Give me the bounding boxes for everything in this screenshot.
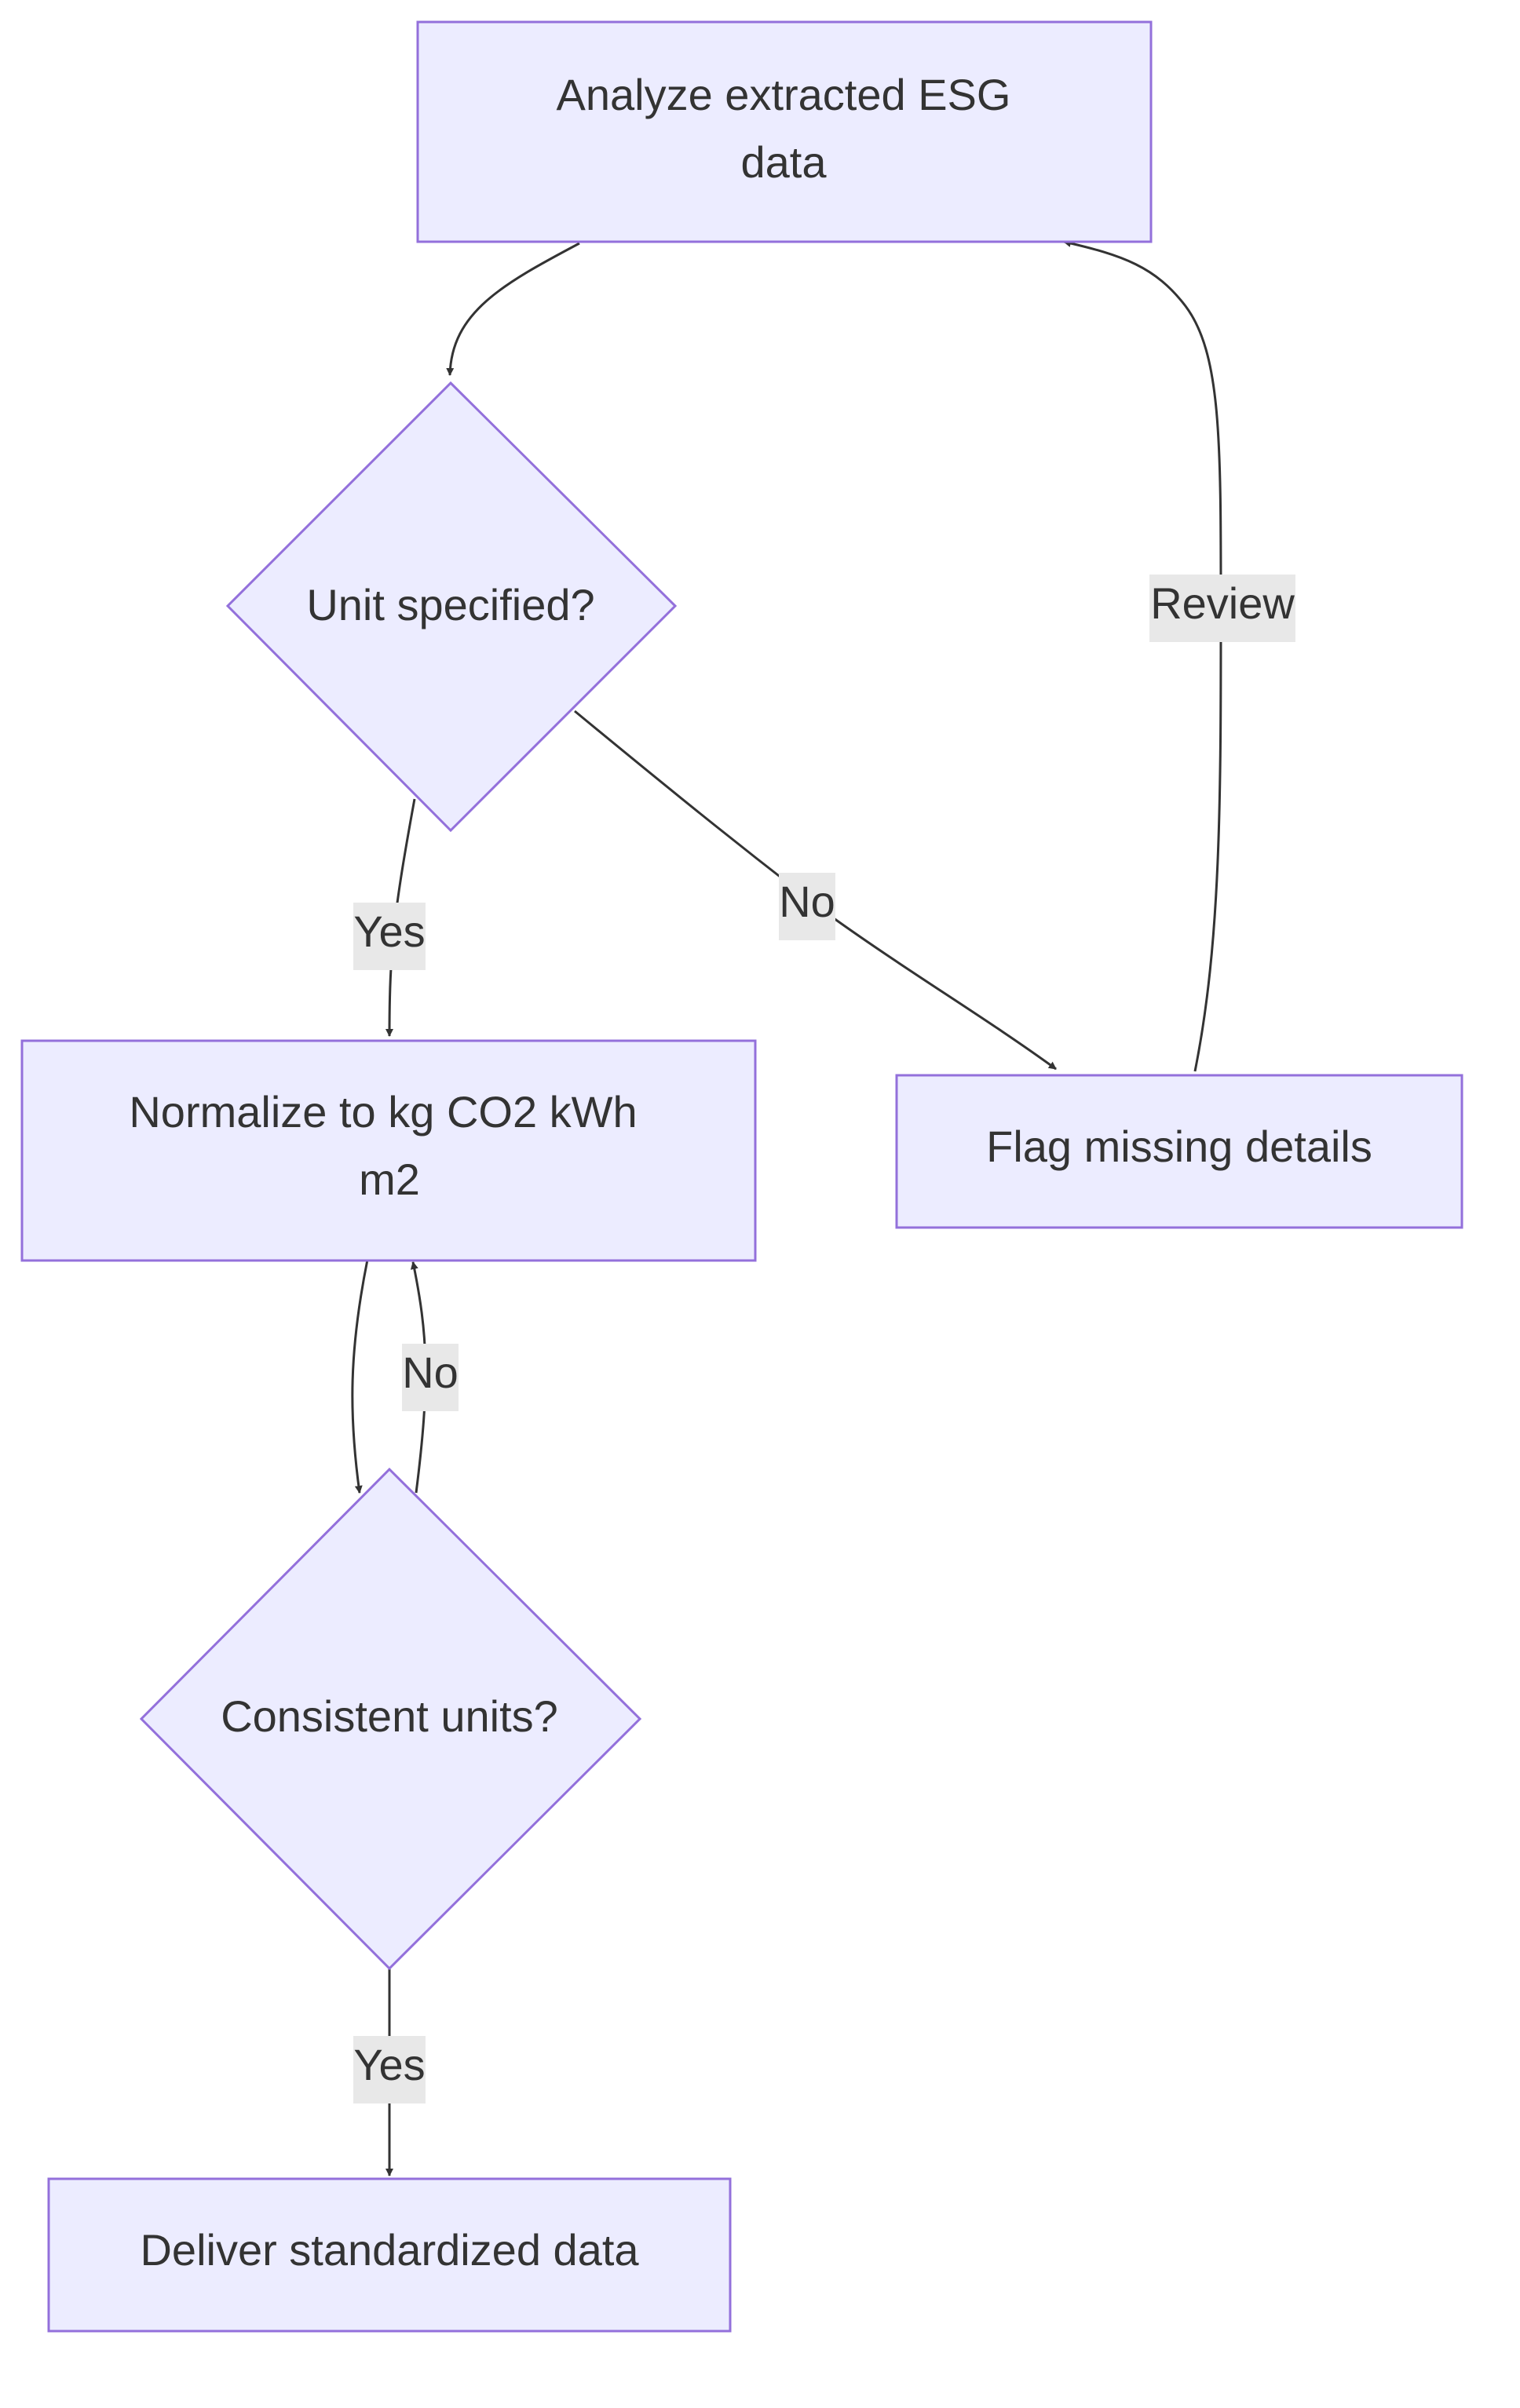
svg-text:Yes: Yes <box>353 2040 425 2089</box>
node-flag-missing-label: Flag missing details <box>986 1122 1372 1171</box>
svg-text:Review: Review <box>1150 578 1295 628</box>
node-analyze[interactable]: Analyze extracted ESG data <box>416 20 1153 243</box>
svg-text:Yes: Yes <box>353 907 425 956</box>
node-analyze-line1: Analyze extracted ESG <box>557 70 1011 119</box>
node-normalize-line1: Normalize to kg CO2 kWh <box>129 1087 637 1137</box>
node-normalize[interactable]: Normalize to kg CO2 kWh m2 <box>20 1039 757 1262</box>
node-deliver-label: Deliver standardized data <box>140 2225 639 2275</box>
node-unit-specified-label: Unit specified? <box>306 580 594 629</box>
edge-label-review: Review <box>1149 575 1295 642</box>
edge-label-consistent-no: No <box>402 1344 459 1411</box>
node-unit-specified[interactable]: Unit specified? <box>225 381 678 833</box>
edge-label-unit-no: No <box>779 873 835 940</box>
node-deliver[interactable]: Deliver standardized data <box>47 2177 732 2333</box>
svg-text:No: No <box>402 1348 459 1397</box>
edge-normalize-to-consistent <box>351 1259 369 1494</box>
node-analyze-line2: data <box>741 137 828 187</box>
node-normalize-line2: m2 <box>359 1155 420 1204</box>
node-consistent-units-label: Consistent units? <box>221 1691 558 1741</box>
edge-label-unit-yes: Yes <box>353 903 426 970</box>
node-flag-missing[interactable]: Flag missing details <box>895 1074 1463 1229</box>
edge-flag-review-to-analyze <box>1063 239 1222 1072</box>
edge-label-consistent-yes: Yes <box>353 2036 426 2103</box>
edge-analyze-to-unit <box>446 242 580 376</box>
node-consistent-units[interactable]: Consistent units? <box>139 1467 642 1971</box>
svg-text:No: No <box>779 877 835 926</box>
